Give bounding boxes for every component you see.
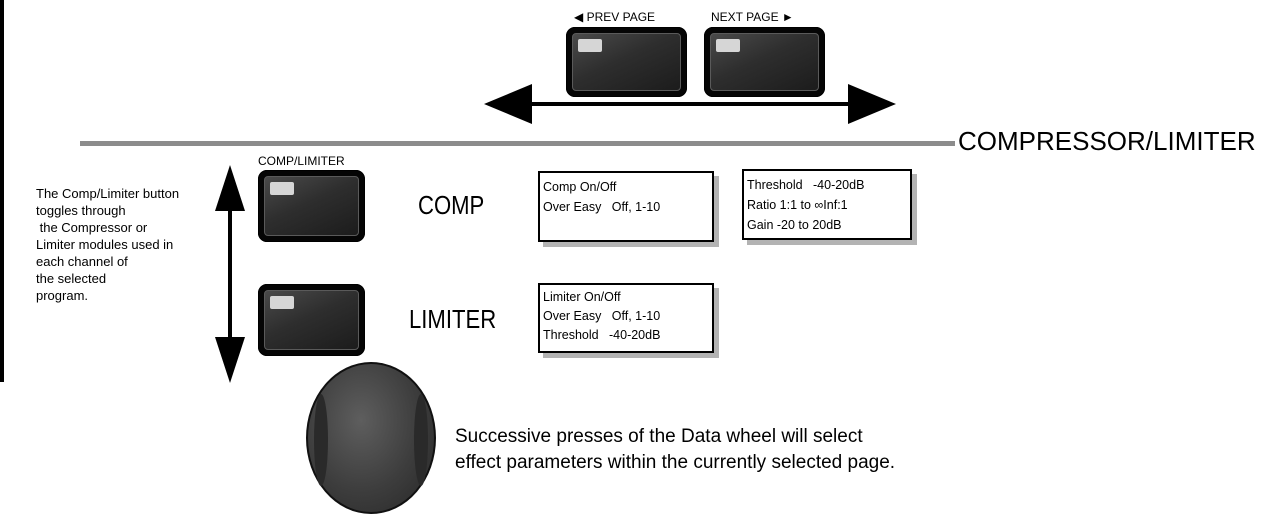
display-line: Threshold -40-20dB bbox=[543, 328, 661, 342]
description-line: the selected bbox=[36, 271, 107, 286]
limiter-display: Limiter On/Off Over Easy Off, 1-10 Thres… bbox=[538, 283, 714, 353]
comp-parameters-display: Threshold -40-20dB Ratio 1:1 to ∞Inf:1 G… bbox=[742, 169, 912, 240]
left-border bbox=[0, 0, 4, 382]
comp-limiter-caption: COMP/LIMITER bbox=[258, 154, 345, 168]
prev-page-label: ◀ PREV PAGE bbox=[574, 10, 656, 24]
display-line: Over Easy Off, 1-10 bbox=[543, 200, 661, 214]
display-line: Ratio 1:1 to ∞Inf:1 bbox=[747, 198, 848, 212]
display-line: Limiter On/Off bbox=[543, 290, 621, 304]
description-line: The Comp/Limiter button bbox=[36, 186, 180, 201]
led-icon bbox=[270, 296, 294, 309]
description-line: program. bbox=[36, 288, 89, 303]
wheel-text-line: Successive presses of the Data wheel wil… bbox=[455, 426, 863, 447]
limiter-label: LIMITER bbox=[409, 304, 497, 334]
next-page-button[interactable] bbox=[704, 27, 825, 97]
section-divider bbox=[80, 141, 955, 146]
wheel-grip bbox=[314, 394, 328, 486]
description-line: each channel of bbox=[36, 254, 128, 269]
limiter-button[interactable] bbox=[258, 284, 365, 356]
display-line: Comp On/Off bbox=[543, 180, 617, 194]
wheel-text-line: effect parameters within the currently s… bbox=[455, 452, 896, 473]
led-icon bbox=[270, 182, 294, 195]
description-line: toggles through bbox=[36, 203, 126, 218]
data-wheel-description: Successive presses of the Data wheel wil… bbox=[455, 424, 895, 476]
display-line: Over Easy Off, 1-10 bbox=[543, 309, 661, 323]
next-page-label: NEXT PAGE ► bbox=[711, 10, 794, 24]
description-line: the Compressor or bbox=[36, 220, 148, 235]
display-line: Gain -20 to 20dB bbox=[747, 218, 842, 232]
description-line: Limiter modules used in bbox=[36, 237, 174, 252]
section-title: COMPRESSOR/LIMITER bbox=[958, 126, 1256, 156]
prev-page-button[interactable] bbox=[566, 27, 687, 97]
wheel-grip bbox=[414, 394, 428, 486]
comp-label: COMP bbox=[418, 190, 485, 220]
up-down-arrow-icon bbox=[215, 165, 245, 383]
comp-limiter-button[interactable] bbox=[258, 170, 365, 242]
led-icon bbox=[716, 39, 740, 52]
led-icon bbox=[578, 39, 602, 52]
data-wheel[interactable] bbox=[306, 362, 436, 514]
comp-display: Comp On/Off Over Easy Off, 1-10 bbox=[538, 171, 714, 242]
left-right-arrow-icon bbox=[484, 84, 896, 124]
comp-limiter-description: The Comp/Limiter button toggles through … bbox=[36, 185, 216, 304]
display-line: Threshold -40-20dB bbox=[747, 178, 865, 192]
